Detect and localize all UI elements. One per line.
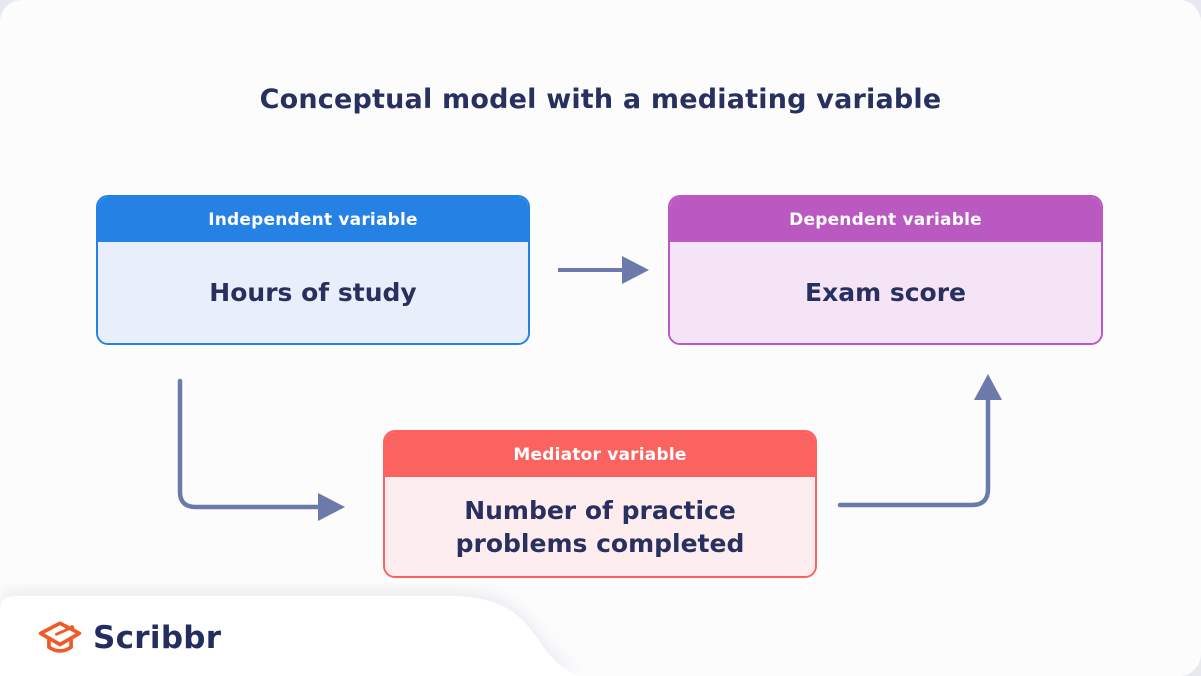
independent-variable-value: Hours of study xyxy=(98,242,528,343)
page-title: Conceptual model with a mediating variab… xyxy=(259,84,942,115)
dependent-variable-header: Dependent variable xyxy=(670,197,1101,242)
arrow-independent-to-dependent xyxy=(558,256,649,284)
scribbr-logo: Scribbr xyxy=(36,616,221,660)
mediator-variable-box: Mediator variable Number of practice pro… xyxy=(383,430,817,578)
mediator-variable-value: Number of practice problems completed xyxy=(385,477,815,576)
dependent-variable-value: Exam score xyxy=(670,242,1101,343)
dependent-variable-box: Dependent variable Exam score xyxy=(668,195,1103,345)
scribbr-logo-text: Scribbr xyxy=(93,620,222,656)
arrow-mediator-to-dependent xyxy=(837,374,1002,508)
arrow-independent-to-mediator xyxy=(177,378,345,521)
mediator-variable-header: Mediator variable xyxy=(385,432,815,477)
independent-variable-box: Independent variable Hours of study xyxy=(96,195,530,345)
independent-variable-header: Independent variable xyxy=(98,197,528,242)
graduation-cap-pen-icon xyxy=(38,621,82,653)
